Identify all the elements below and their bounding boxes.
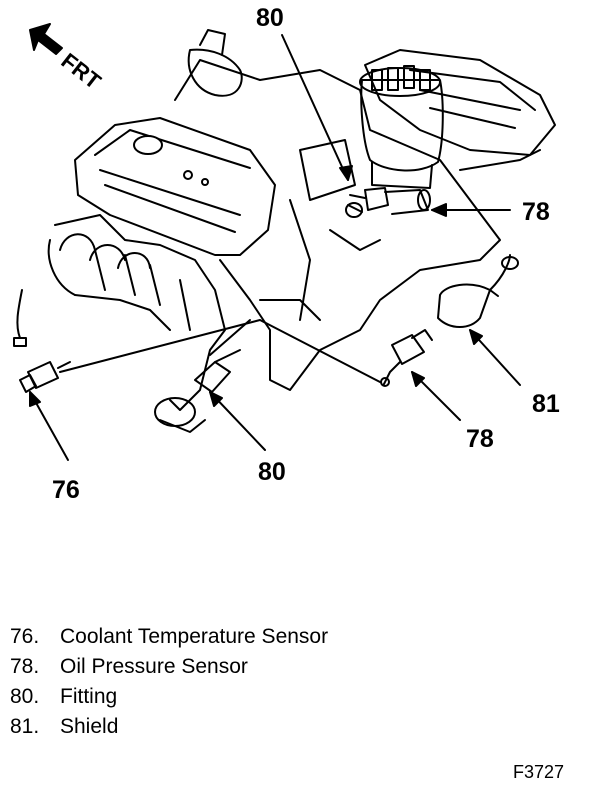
leader-lines [29, 34, 521, 461]
legend-number: 78. [10, 655, 40, 678]
coolant-temperature-sensor [13, 289, 71, 393]
legend-text: Coolant Temperature Sensor [60, 625, 329, 648]
legend-item: 78. Oil Pressure Sensor [10, 652, 328, 682]
callout-80-bottom: 80 [258, 458, 286, 486]
legend-item: 81. Shield [10, 712, 328, 742]
figure-id: F3727 [512, 762, 564, 782]
exhaust-manifold [47, 214, 226, 433]
callout-78-bottom: 78 [466, 425, 494, 453]
distributor [359, 65, 444, 189]
fitting-bottom [194, 349, 241, 393]
callout-76: 76 [52, 476, 80, 504]
legend-number: 81. [10, 715, 40, 738]
legend-text: Shield [60, 715, 119, 738]
legend: 76. Coolant Temperature Sensor 78. Oil Pre… [10, 622, 328, 742]
shield [437, 254, 519, 328]
rear-valve-cover [364, 49, 556, 171]
legend-item: 76. Coolant Temperature Sensor [10, 622, 328, 652]
callout-81: 81 [532, 390, 560, 418]
callout-78-top: 78 [522, 198, 550, 226]
legend-number: 76. [10, 625, 40, 648]
engine-block [174, 29, 501, 391]
engine-sensor-diagram [13, 23, 556, 461]
legend-text: Fitting [60, 685, 118, 708]
legend-number: 80. [10, 685, 40, 708]
callout-80-top: 80 [256, 4, 284, 32]
legend-text: Oil Pressure Sensor [60, 655, 248, 678]
legend-item: 80. Fitting [10, 682, 328, 712]
oil-pressure-sensor-installed [345, 187, 431, 218]
front-arrow-icon [29, 23, 63, 55]
front-valve-cover [74, 117, 276, 256]
leader-80-top [281, 34, 349, 181]
